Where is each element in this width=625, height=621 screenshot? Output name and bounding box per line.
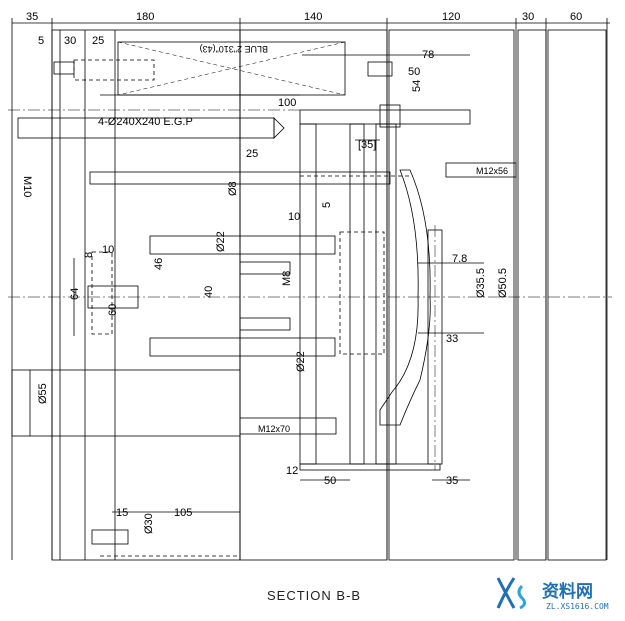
dim-phi8: Ø8 [227, 181, 239, 196]
label-box-text: BLUE 2"310"(43) [200, 44, 268, 54]
watermark: 资料网 ZL.XS1616.COM [496, 577, 609, 611]
egp-callout: 4-Ø240X240 E.G.P [98, 116, 193, 128]
m8-callout: M8 [281, 271, 293, 286]
dim-15: 15 [116, 507, 128, 519]
dim-top-30: 30 [522, 11, 534, 23]
dim-7-8: 7.8 [452, 253, 467, 265]
dim-top-60: 60 [570, 11, 582, 23]
m12-bottom-callout: M12x70 [258, 424, 290, 434]
dim-54: 54 [411, 80, 423, 92]
watermark-url: ZL.XS1616.COM [546, 602, 609, 611]
section-caption: SECTION B-B [267, 588, 361, 603]
xs-logo-icon [496, 577, 527, 610]
dim-30: 30 [64, 35, 76, 47]
dim-top-140: 140 [304, 11, 322, 23]
dim-50-top: 50 [408, 66, 420, 78]
dim-12: 12 [286, 465, 298, 477]
dim-8-left: 8 [83, 252, 95, 258]
dim-105: 105 [174, 507, 192, 519]
dim-phi50-5: Ø50.5 [497, 268, 509, 298]
watermark-text: 资料网 [542, 581, 593, 602]
dim-phi55: Ø55 [37, 383, 49, 404]
dim-100: 100 [278, 97, 296, 109]
dim-phi30: Ø30 [143, 513, 155, 534]
dim-phi35-5: Ø35.5 [475, 268, 487, 298]
dim-phi22-bottom: Ø22 [295, 351, 307, 372]
dim-10-mid: 10 [288, 211, 300, 223]
dim-top-180: 180 [136, 11, 154, 23]
dim-10-left: 10 [102, 244, 114, 256]
dim-25: 25 [92, 35, 104, 47]
dim-top-120: 120 [442, 11, 460, 23]
dim-5: 5 [38, 35, 44, 47]
dim-5-mid: 5 [321, 202, 333, 208]
dim-top-35: 35 [26, 11, 38, 23]
dim-25-mid: 25 [246, 148, 258, 160]
dim-33: 33 [446, 333, 458, 345]
dim-46: 46 [153, 258, 165, 270]
dim-35-bottom: 35 [446, 475, 458, 487]
dim-64: 64 [69, 288, 81, 300]
dim-50-bottom: 50 [324, 475, 336, 487]
dim-40: 40 [203, 286, 215, 298]
dim-35-box: [35] [358, 139, 376, 151]
dim-78: 78 [422, 49, 434, 61]
dim-phi22-top: Ø22 [215, 231, 227, 252]
m10-callout: M10 [21, 176, 33, 197]
m12-top-callout: M12x56 [476, 166, 508, 176]
dim-60: 60 [107, 304, 119, 316]
